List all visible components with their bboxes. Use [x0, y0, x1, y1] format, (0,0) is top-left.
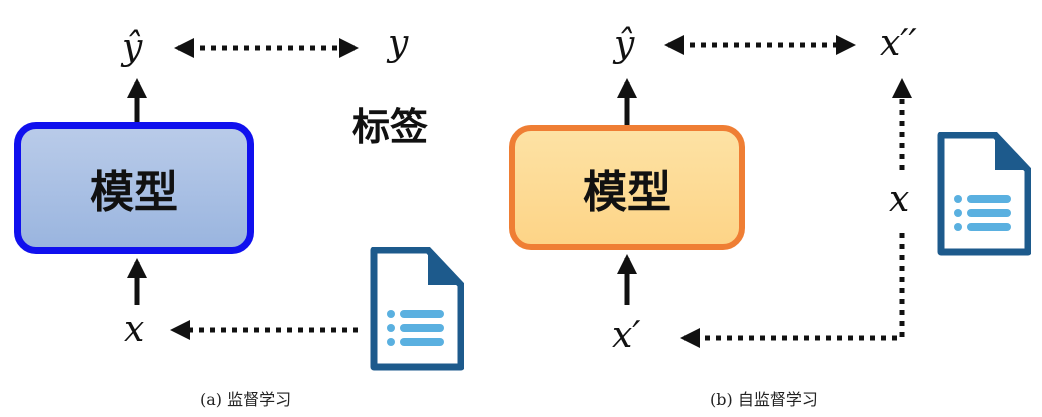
caption-b: (b) 自监督学习 [710, 390, 818, 409]
label-text-a: 标签 [352, 105, 429, 149]
y-hat-label-b: ŷ [614, 24, 635, 65]
model-label-a: 模型 [90, 167, 178, 218]
model-label-b: 模型 [583, 166, 671, 218]
x-mid-label-b: x [889, 179, 910, 220]
y-label-a: y [388, 23, 409, 64]
document-icon [370, 247, 464, 371]
x-double-prime-label-b: x′′ [880, 23, 917, 64]
y-hat-label-a: ŷ [122, 27, 143, 68]
caption-a: (a) 监督学习 [200, 390, 292, 409]
x-label-a: x [124, 309, 145, 350]
model-box-b: 模型 [509, 125, 745, 250]
document-icon [937, 132, 1031, 256]
dotted-x-down-to-xprime-b [680, 233, 905, 348]
x-prime-label-b: x′ [612, 315, 641, 356]
model-box-a: 模型 [14, 122, 254, 254]
